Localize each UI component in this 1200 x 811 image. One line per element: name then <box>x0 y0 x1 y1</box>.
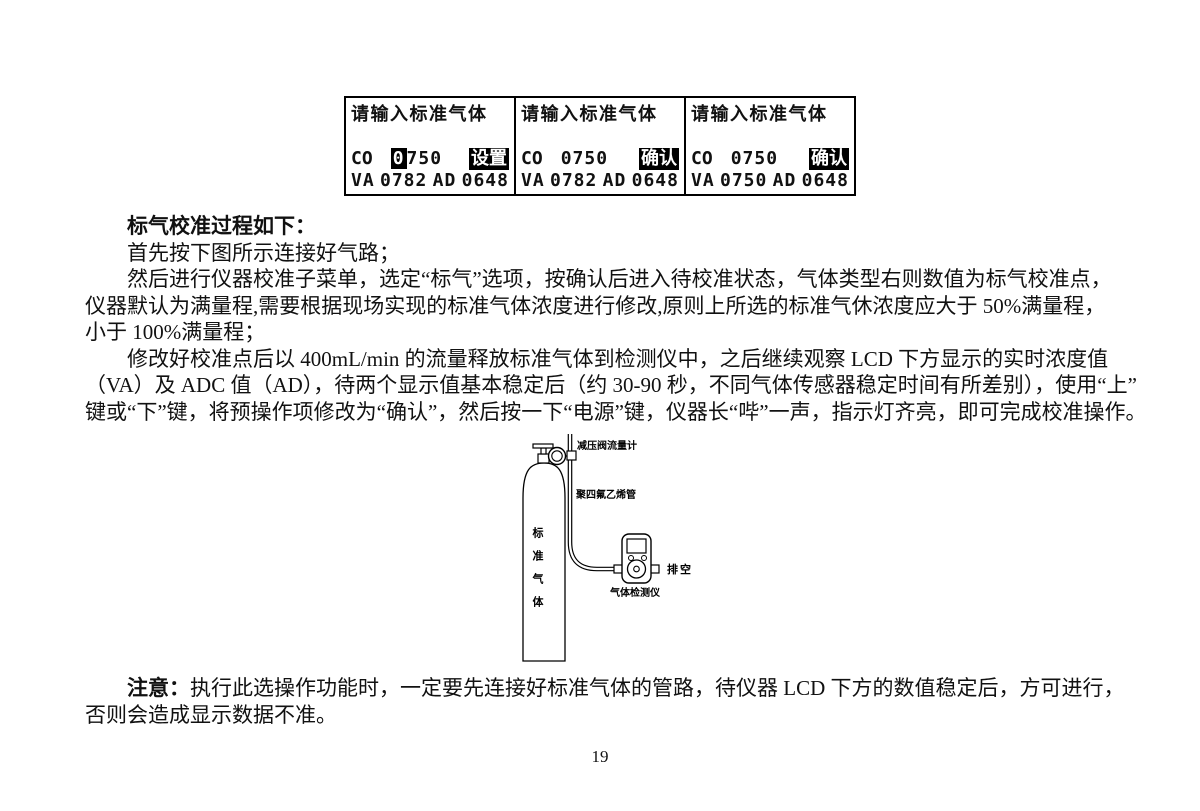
instruction-line: 修改好校准点后以 400mL/min 的流量释放标准气体到检测仪中，之后继续观察… <box>127 346 1109 371</box>
lcd-action-label: 确认 <box>809 148 849 170</box>
note-text: 执行此选操作功能时，一定要先连接好标准气体的管路，待仪器 LCD 下方的数值稳定… <box>190 676 1125 700</box>
tube-label: 聚四氟乙烯管 <box>576 490 636 501</box>
tube-clamp <box>566 450 577 461</box>
ptfe-tube-inner <box>568 434 619 571</box>
lcd-gas-line: CO 0750 确认 <box>521 148 679 170</box>
lcd-ad-value: 0648 <box>461 170 509 191</box>
lcd-gas-label: CO <box>351 148 373 169</box>
lcd-ad-label: AD <box>772 170 797 191</box>
detector-sensor-center <box>633 565 640 573</box>
valve-stem <box>540 447 547 455</box>
lcd-va-value: 0782 <box>549 170 598 191</box>
lcd-readings-line: VA 0782 AD 0648 <box>521 170 679 191</box>
calibration-instructions: 标气校准过程如下： 首先按下图所示连接好气路； 然后进行仪器校准子菜单，选定“标… <box>85 213 1147 425</box>
lcd-action-label: 确认 <box>639 148 679 170</box>
lcd-action-label: 设置 <box>469 148 509 170</box>
lcd-spacer <box>351 126 509 148</box>
cylinder-label: 标准气体 <box>531 527 543 619</box>
lcd-screen-3: 请输入标准气体 CO 0750 确认 VA 0750 AD 0648 <box>684 96 856 196</box>
lcd-title: 请输入标准气体 <box>521 104 658 125</box>
lcd-ad-value: 0648 <box>801 170 849 191</box>
instruction-line: 仪器默认为满量程,需要根据现场实现的标准气体浓度进行修改,原则上所选的标准气休浓… <box>85 293 1106 318</box>
lcd-value-rest: 0750 <box>560 148 609 169</box>
lcd-va-value: 0782 <box>379 170 428 191</box>
lcd-va-label: VA <box>521 170 545 191</box>
note-prefix: 注意： <box>127 676 190 700</box>
lcd-title: 请输入标准气体 <box>691 104 828 125</box>
lcd-spacer <box>521 126 679 148</box>
lcd-gas-value: 0750 <box>561 148 608 170</box>
note-line: 注意：执行此选操作功能时，一定要先连接好标准气体的管路，待仪器 LCD 下方的数… <box>85 675 1125 702</box>
regulator-gauge <box>547 446 567 466</box>
instruction-line: 首先按下图所示连接好气路； <box>127 240 400 265</box>
lcd-gas-line: CO 0750 确认 <box>691 148 849 170</box>
detector-sensor <box>626 559 647 579</box>
lcd-ad-label: AD <box>432 170 457 191</box>
lcd-gas-label: CO <box>691 148 713 169</box>
section-heading: 标气校准过程如下： <box>127 214 316 238</box>
lcd-va-label: VA <box>351 170 375 191</box>
detector-inlet-nozzle <box>613 564 624 574</box>
lcd-title: 请输入标准气体 <box>351 104 488 125</box>
lcd-value-rest: 750 <box>406 148 443 169</box>
vent-label: 排空 <box>667 564 693 576</box>
valve-handle <box>532 443 554 449</box>
regulator-gauge-inner <box>551 450 563 462</box>
lcd-gas-label: CO <box>521 148 543 169</box>
lcd-va-label: VA <box>691 170 715 191</box>
page-number: 19 <box>591 747 609 766</box>
detector-body <box>621 533 652 584</box>
ptfe-tube <box>567 434 619 572</box>
lcd-value-rest: 0750 <box>730 148 779 169</box>
detector-button-left <box>628 555 634 561</box>
lcd-ad-label: AD <box>602 170 627 191</box>
lcd-va-value: 0750 <box>719 170 768 191</box>
instruction-line: 小于 100%满量程； <box>85 320 266 344</box>
detector-vent-nozzle <box>649 564 660 574</box>
regulator-label: 减压阀流量计 <box>577 441 637 452</box>
lcd-cursor-digit: 0 <box>390 148 407 169</box>
detector-screen <box>626 538 647 554</box>
detector-label: 气体检测仪 <box>610 588 660 599</box>
instruction-line: 然后进行仪器校准子菜单，选定“标气”选项，按确认后进入待校准状态，气体类型右则数… <box>127 267 1112 291</box>
valve-body <box>537 453 550 464</box>
lcd-readings-line: VA 0782 AD 0648 <box>351 170 509 191</box>
note-line: 否则会造成显示数据不准。 <box>85 703 337 727</box>
lcd-spacer <box>691 126 849 148</box>
lcd-gas-value: 0750 <box>731 148 778 170</box>
lcd-screen-2: 请输入标准气体 CO 0750 确认 VA 0782 AD 0648 <box>514 96 686 196</box>
note-block: 注意：执行此选操作功能时，一定要先连接好标准气体的管路，待仪器 LCD 下方的数… <box>85 675 1125 729</box>
instruction-line: 键或“下”键，将预操作项修改为“确认”，然后按一下“电源”键，仪器长“哔”一声，… <box>85 399 1147 424</box>
lcd-readings-line: VA 0750 AD 0648 <box>691 170 849 191</box>
detector-button-right <box>641 555 647 561</box>
lcd-ad-value: 0648 <box>631 170 679 191</box>
instruction-line: （VA）及 ADC 值（AD），待两个显示值基本稳定后（约 30-90 秒，不同… <box>85 373 1137 397</box>
